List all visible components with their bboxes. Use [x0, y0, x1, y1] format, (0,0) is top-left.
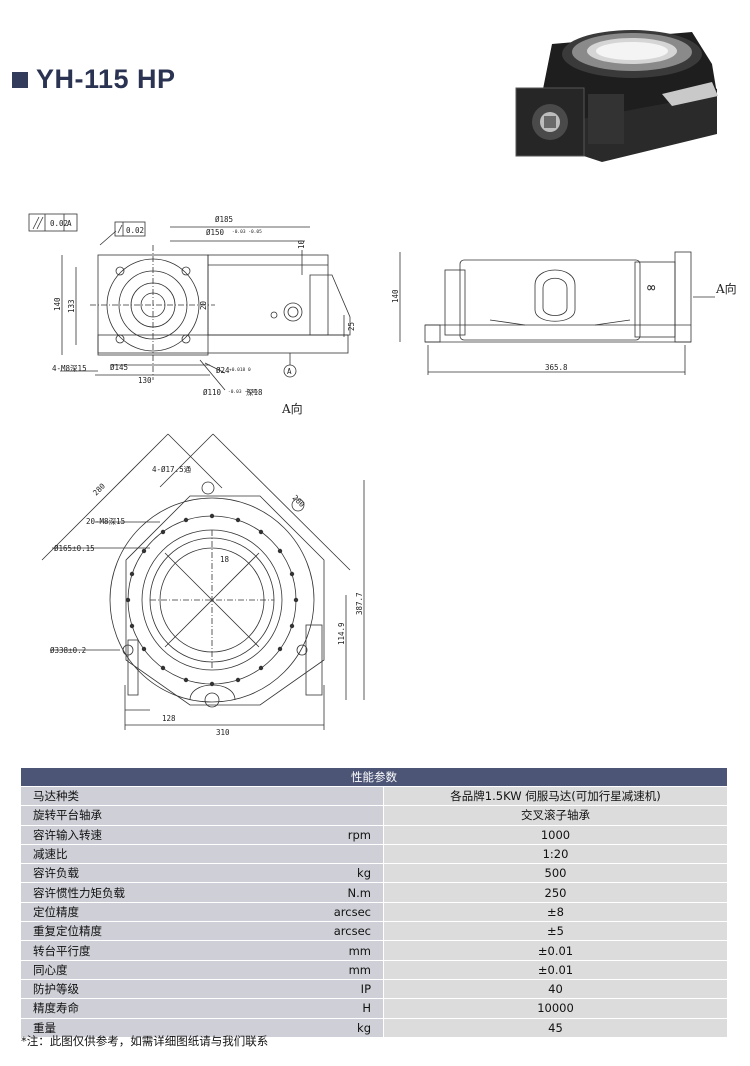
spec-name: 重复定位精度 — [21, 921, 243, 942]
datum-label: A — [67, 219, 72, 228]
holes-4-m8: 4-M8深15 — [52, 364, 87, 373]
spec-name: 旋转平台轴承 — [21, 805, 243, 826]
spec-unit — [243, 805, 384, 826]
table-row: 同心度 mm ±0.01 — [21, 960, 727, 980]
spec-unit — [243, 786, 384, 807]
table-row: 容许输入转速 rpm 1000 — [21, 825, 727, 845]
depth-18: 深18 — [246, 388, 263, 397]
table-row: 重量 kg 45 — [21, 1018, 727, 1038]
runout-tolerance: 0.02 — [126, 226, 144, 235]
spec-value: 1000 — [383, 825, 727, 845]
table-row: 重复定位精度 arcsec ±5 — [21, 921, 727, 942]
dim-d150: Ø150 — [206, 228, 225, 237]
footnote: *注：此图仅供参考，如需详细图纸请与我们联系 — [21, 1034, 269, 1048]
spec-name: 容许负载 — [21, 863, 243, 884]
table-row: 容许负载 kg 500 — [21, 863, 727, 884]
spec-table-header: 性能参数 — [21, 768, 727, 787]
dim-d145: Ø145 — [110, 363, 128, 372]
title-square-icon — [12, 71, 28, 88]
side-dim-365-8: 365.8 — [545, 363, 568, 372]
spec-value: 250 — [383, 882, 727, 903]
spec-name: 减速比 — [21, 844, 243, 865]
spec-unit: arcsec — [243, 902, 384, 923]
datum-a: A — [287, 367, 292, 376]
dim-114-9: 114.9 — [337, 622, 346, 645]
spec-value: ±0.01 — [383, 940, 727, 961]
dim-d24-tol: +0.018 0 — [229, 367, 251, 373]
spec-value: 交叉滚子轴承 — [383, 805, 727, 826]
spec-name: 精度寿命 — [21, 998, 243, 1019]
spec-unit: kg — [243, 863, 384, 884]
bolt-circle-holes — [125, 513, 299, 687]
spec-value: ±0.01 — [383, 960, 727, 980]
spec-name: 同心度 — [21, 960, 243, 980]
dim-140: 140 — [53, 297, 62, 311]
spec-unit: mm — [243, 940, 384, 961]
spec-value: 500 — [383, 863, 727, 884]
spec-unit: IP — [243, 979, 384, 1000]
table-row: 精度寿命 H 10000 — [21, 998, 727, 1019]
table-row: 容许惯性力矩负载 N.m 250 — [21, 882, 727, 903]
page-title: YH-115 HP — [36, 64, 176, 94]
dim-280-left: 280 — [91, 481, 107, 497]
table-row: 转台平行度 mm ±0.01 — [21, 940, 727, 961]
spec-table: 性能参数 马达种类 各品牌1.5KW 伺服马达(可加行星减速机) 旋转平台轴承 … — [21, 768, 727, 1038]
spec-unit: arcsec — [243, 921, 384, 942]
side-dim-140: 140 — [391, 289, 400, 303]
dim-130: 130 — [138, 376, 152, 385]
dim-128: 128 — [162, 714, 176, 723]
svg-text:∞: ∞ — [647, 280, 656, 296]
spec-value: ±5 — [383, 921, 727, 942]
dim-20: 20 — [199, 300, 208, 310]
side-view-drawing: ∞ 140 365.8 — [391, 251, 715, 375]
spec-unit: mm — [243, 960, 384, 980]
spec-value: 各品牌1.5KW 伺服马达(可加行星减速机) — [383, 786, 727, 807]
dim-d338: Ø338±0.2 — [50, 646, 86, 655]
dim-d110-tol: -0.03 -0.05 — [228, 389, 258, 395]
spec-name: 重量 — [21, 1018, 243, 1038]
spec-value: 45 — [383, 1018, 727, 1038]
table-row: 减速比 1:20 — [21, 844, 727, 865]
dim-d165: Ø165±0.15 — [54, 544, 95, 553]
spec-value: ±8 — [383, 902, 727, 923]
product-photo — [515, 30, 718, 162]
dim-d150-tol: -0.03 -0.05 — [232, 229, 262, 235]
spec-name: 转台平行度 — [21, 940, 243, 961]
spec-name: 马达种类 — [21, 786, 243, 807]
dim-18: 18 — [220, 555, 230, 564]
spec-value: 1:20 — [383, 844, 727, 865]
spec-unit — [243, 844, 384, 865]
a-view-label: A向 — [282, 402, 303, 416]
spec-name: 定位精度 — [21, 902, 243, 923]
spec-unit: H — [243, 998, 384, 1019]
tapped-20-m8: 20-M8深15 — [86, 517, 125, 526]
dim-d185: Ø185 — [215, 215, 233, 224]
spec-value: 10000 — [383, 998, 727, 1019]
dim-280-right: 280 — [291, 493, 307, 509]
dim-310: 310 — [216, 728, 230, 737]
table-row: 防护等级 IP 40 — [21, 979, 727, 1000]
spec-value: 40 — [383, 979, 727, 1000]
dim-d110: Ø110 — [203, 388, 222, 397]
dim-133: 133 — [67, 299, 76, 313]
front-view-drawing: 0.02 A 0.02 Ø185 Ø150 -0.03 -0.05 10 140… — [28, 213, 356, 397]
table-row: 定位精度 arcsec ±8 — [21, 902, 727, 923]
a-direction-label: A向 — [716, 282, 737, 296]
table-row: 旋转平台轴承 交叉滚子轴承 — [21, 805, 727, 826]
dim-387-7: 387.7 — [355, 592, 364, 615]
spec-unit: kg — [243, 1018, 384, 1038]
page-title-block: YH-115 HP — [12, 64, 176, 95]
spec-unit: rpm — [243, 825, 384, 845]
dim-d24: Ø24 — [216, 366, 230, 375]
holes-4-d17-5: 4-Ø17.5通 — [152, 464, 192, 474]
spec-name: 容许输入转速 — [21, 825, 243, 845]
dim-10: 10 — [297, 239, 306, 249]
spec-name: 防护等级 — [21, 979, 243, 1000]
spec-unit: N.m — [243, 882, 384, 903]
dim-25: 25 — [347, 322, 356, 331]
table-row: 马达种类 各品牌1.5KW 伺服马达(可加行星减速机) — [21, 786, 727, 807]
spec-name: 容许惯性力矩负载 — [21, 882, 243, 903]
top-view-drawing: 4-Ø17.5通 280 280 20-M8深15 Ø165±0.15 18 Ø… — [41, 433, 365, 737]
parallel-tolerance: 0.02 — [50, 219, 68, 228]
